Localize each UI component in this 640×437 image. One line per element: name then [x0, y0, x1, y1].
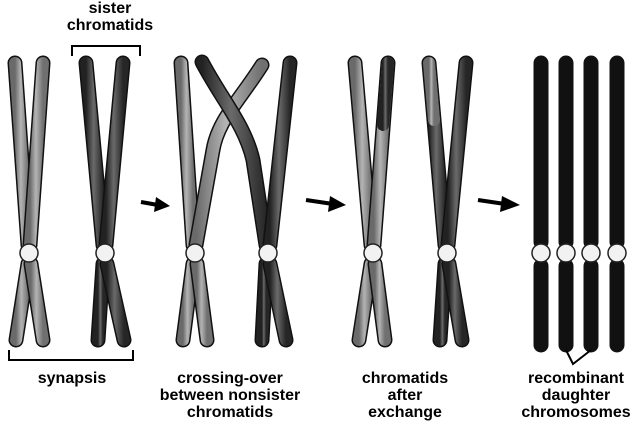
arrow-3 [477, 196, 520, 212]
centromere [95, 243, 115, 263]
centromere [531, 243, 551, 263]
light-chromosome [347, 55, 396, 348]
label-line: chromosomes [521, 404, 631, 421]
centromere [363, 243, 383, 263]
label-line: chromatids [361, 370, 449, 387]
arrow-2 [305, 196, 346, 212]
centromere [185, 243, 205, 263]
label-crossing-over: crossing-over between nonsister chromati… [150, 370, 310, 421]
sister-chromatids-bracket [71, 45, 141, 56]
label-line: synapsis [37, 370, 107, 387]
stage-synapsis [7, 45, 141, 361]
stage-after-exchange [347, 55, 474, 348]
label-synapsis: synapsis [10, 370, 134, 387]
stage-crossing-over [173, 54, 298, 348]
recombinant-pointer [565, 349, 592, 366]
label-sister-chromatids: sister chromatids [60, 0, 160, 34]
daughter-chromosome-dark [607, 55, 627, 353]
label-line: sister [88, 0, 132, 17]
stage-recombinant [531, 55, 627, 366]
label-recombinant: recombinant daughter chromosomes [514, 370, 638, 421]
centromere [607, 243, 627, 263]
exchanged-segment [423, 57, 440, 126]
centromere [556, 243, 576, 263]
dark-chromosome [194, 54, 298, 348]
label-line: recombinant [527, 370, 624, 387]
label-after-exchange: chromatids after exchange [350, 370, 460, 421]
exchanged-segment [377, 57, 394, 131]
centromere [19, 243, 39, 263]
label-line: crossing-over [177, 370, 283, 387]
centromere [437, 243, 457, 263]
daughter-chromosome-recombinant-2 [581, 55, 601, 353]
synapsis-bracket [8, 350, 134, 361]
arrow-1 [140, 197, 170, 212]
daughter-chromosome-light [531, 55, 551, 353]
label-line: chromatids [186, 404, 274, 421]
centromere [581, 243, 601, 263]
light-chromosome [7, 55, 51, 348]
centromere [258, 243, 278, 263]
label-line: after [387, 387, 423, 404]
dark-chromosome [78, 55, 132, 348]
label-line: exchange [368, 404, 442, 421]
label-line: daughter [541, 387, 611, 404]
daughter-chromosome-recombinant-1 [556, 55, 576, 353]
label-line: between nonsister [159, 387, 301, 404]
label-line: chromatids [66, 17, 154, 34]
dark-chromosome [421, 55, 474, 348]
